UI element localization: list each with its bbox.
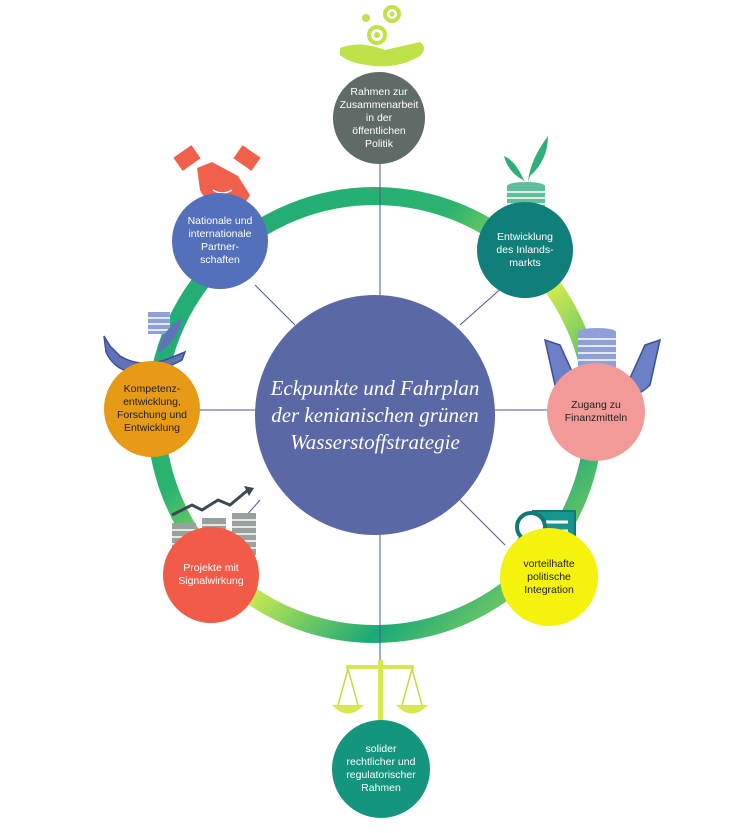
node-public-policy: Rahmen zur Zusammenarbeit in der öffentl…: [333, 72, 425, 164]
node-partnerships: Nationale und internationale Partner- sc…: [172, 193, 268, 289]
node-skills-research: Kompetenz- entwicklung, Forschung und En…: [104, 361, 200, 457]
node-label: Rahmen zur Zusammenarbeit in der öffentl…: [339, 85, 419, 150]
node-finance-access: Zugang zu Finanzmitteln: [547, 363, 645, 461]
scales-icon: [332, 660, 428, 750]
node-label: Entwicklung des Inlands- markts: [496, 230, 554, 269]
node-label: Projekte mit Signalwirkung: [178, 562, 244, 587]
node-label: solider rechtlicher und regulatorischer …: [346, 743, 416, 794]
center-title: Eckpunkte und Fahrplan der kenianischen …: [270, 375, 480, 454]
node-legal-framework: solider rechtlicher und regulatorischer …: [332, 720, 430, 818]
node-label: Nationale und internationale Partner- sc…: [187, 215, 253, 266]
node-policy-integration: vorteilhafte politische Integration: [500, 528, 598, 626]
node-flagship-projects: Projekte mit Signalwirkung: [163, 527, 259, 623]
node-label: Zugang zu Finanzmitteln: [564, 399, 628, 424]
node-label: Kompetenz- entwicklung, Forschung und En…: [116, 383, 188, 434]
node-domestic-market: Entwicklung des Inlands- markts: [477, 202, 573, 298]
center-circle: Eckpunkte und Fahrplan der kenianischen …: [255, 295, 495, 535]
hand-with-gears-icon: [340, 5, 424, 67]
node-label: vorteilhafte politische Integration: [523, 557, 575, 596]
